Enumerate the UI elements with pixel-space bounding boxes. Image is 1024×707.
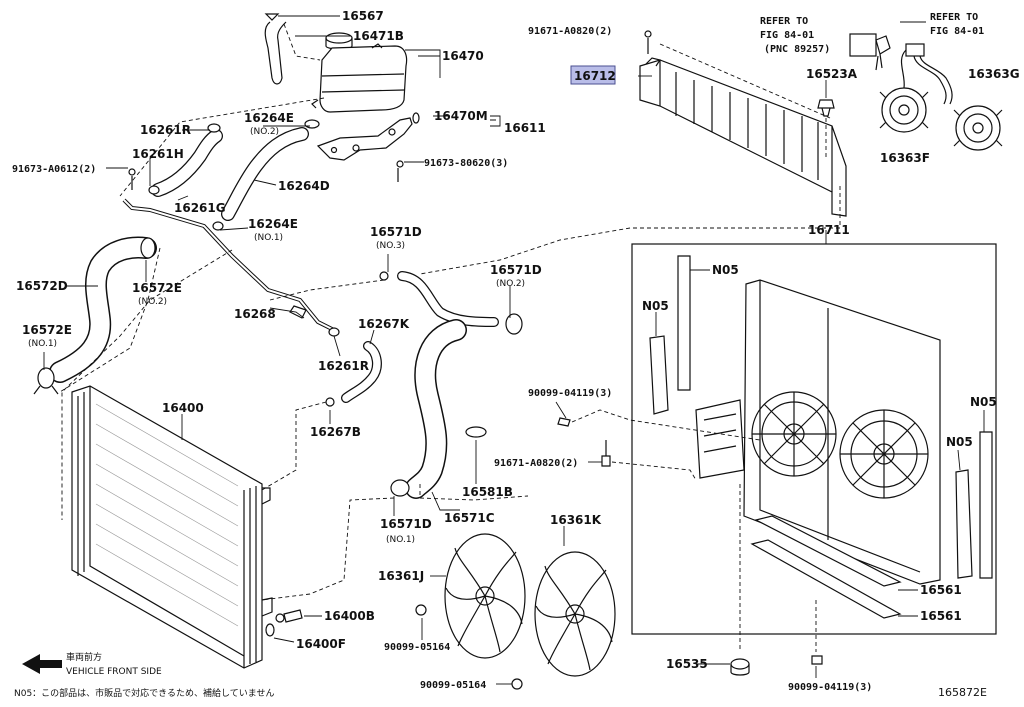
label-16571D-no3-sub: (NO.3): [376, 241, 405, 251]
label-16363F: 16363F: [880, 151, 930, 165]
label-16264E-no2-sub: (NO.2): [250, 127, 279, 137]
n05-seals: [649, 255, 993, 579]
drain-cock-16400B: [275, 609, 303, 623]
fan-blade-16361K: [511, 551, 616, 690]
front-arrow: [22, 654, 62, 674]
label-16561-b: 16561: [920, 609, 962, 623]
label-n05-c: N05: [970, 395, 997, 409]
label-16264E-no1: 16264E: [248, 217, 298, 231]
label-16567: 16567: [342, 9, 384, 23]
front-label-en: VEHICLE FRONT SIDE: [66, 667, 162, 677]
label-16470M: 16470M: [434, 109, 488, 123]
label-16712: 16712: [574, 69, 616, 83]
label-90099-04119-bot: 90099-04119(3): [788, 682, 872, 693]
label-16470: 16470: [442, 49, 484, 63]
hose-clamps: [128, 30, 652, 407]
nut-90099-05164-b: [511, 678, 523, 690]
label-16471B: 16471B: [353, 29, 404, 43]
reservoir-bracket: [316, 117, 413, 161]
label-16572E-no1: 16572E: [22, 323, 72, 337]
label-16261R-mid: 16261R: [318, 359, 369, 373]
labels: 16567 16471B 16470 91671-A0820(2) 16712 …: [12, 9, 1020, 693]
label-n05-a: N05: [712, 263, 739, 277]
hose-16264D: [221, 127, 309, 221]
label-16571D-no2: 16571D: [490, 263, 542, 277]
label-90099-04119-mid: 90099-04119(3): [528, 388, 612, 399]
label-16571D-no1-sub: (NO.1): [386, 535, 415, 545]
leader-lines: [43, 15, 985, 685]
label-n05-d: N05: [946, 435, 973, 449]
label-16572E-no1-sub: (NO.1): [28, 339, 57, 349]
label-16611: 16611: [504, 121, 546, 135]
refer1-line2: FIG 84-01: [760, 30, 814, 41]
label-16264E-no1-sub: (NO.1): [254, 233, 283, 243]
label-16400F: 16400F: [296, 637, 346, 651]
label-16523A: 16523A: [806, 67, 858, 81]
label-16267B: 16267B: [310, 425, 361, 439]
label-16571D-no2-sub: (NO.2): [496, 279, 525, 289]
label-16363G: 16363G: [968, 67, 1020, 81]
fan-motor-16363F: [879, 87, 929, 133]
label-16711: 16711: [808, 223, 850, 237]
front-label-jp: 車両前方: [66, 651, 102, 663]
label-16571D-no1: 16571D: [380, 517, 432, 531]
reservoir-tank: [264, 13, 408, 113]
label-16712-highlight: [570, 65, 616, 85]
label-16581B: 16581B: [462, 485, 513, 499]
nut-90099-05164-a: [415, 604, 427, 616]
label-90099-05164-a: 90099-05164: [384, 642, 450, 653]
bypass-pipe-16268: [122, 198, 335, 332]
shroud-16711-box: [631, 243, 997, 635]
label-91673-A0612: 91673-A0612(2): [12, 164, 96, 175]
label-16264E-no2: 16264E: [244, 111, 294, 125]
label-16264D: 16264D: [278, 179, 330, 193]
refer1-line3: (PNC 89257): [764, 44, 830, 55]
label-16535: 16535: [666, 657, 708, 671]
label-16571D-no3: 16571D: [370, 225, 422, 239]
label-16361J: 16361J: [378, 569, 424, 583]
wiring-connector: [849, 33, 953, 105]
figure-number: 165872E: [938, 686, 987, 699]
label-16267K: 16267K: [358, 317, 410, 331]
label-16261G: 16261G: [174, 201, 226, 215]
refer2-line1: REFER TO: [930, 12, 978, 23]
label-16572E-no2-sub: (NO.2): [138, 297, 167, 307]
label-16400: 16400: [162, 401, 204, 415]
clip-16523A: [817, 99, 835, 117]
seals-16561: [750, 515, 902, 619]
upper-hose-16571C: [390, 271, 523, 499]
cushion-16535: [730, 658, 750, 676]
label-91671-top: 91671-A0820(2): [528, 26, 612, 37]
reservoir-cap: [325, 32, 353, 44]
label-16261H: 16261H: [132, 147, 184, 161]
label-16261R-top: 16261R: [140, 123, 191, 137]
label-16572D: 16572D: [16, 279, 68, 293]
hose-16267K: [328, 327, 382, 403]
label-91671-mid: 91671-A0820(2): [494, 458, 578, 469]
refer1-line1: REFER TO: [760, 16, 808, 27]
assembly-lines: [59, 23, 841, 652]
hose-16261G: [151, 129, 223, 197]
label-16361K: 16361K: [550, 513, 602, 527]
radiator-hose-16572D: [33, 236, 157, 395]
note-n05: N05：この部品は、市販品で対応できるため、補給していません: [14, 687, 274, 699]
label-16400B: 16400B: [324, 609, 375, 623]
reservoir-body: [319, 45, 408, 113]
label-90099-05164-b: 90099-05164: [420, 680, 486, 691]
refer2-line2: FIG 84-01: [930, 26, 984, 37]
radiator-16400: [71, 385, 273, 669]
label-91673-80620: 91673-80620(3): [424, 158, 508, 169]
shroud-16711: [695, 279, 941, 585]
fan-blade-16361J: [415, 533, 526, 659]
bolts: [131, 38, 823, 665]
fan-motor-16363G: [953, 105, 1003, 151]
label-16561-a: 16561: [920, 583, 962, 597]
label-16572E-no2: 16572E: [132, 281, 182, 295]
oring-16400F: [265, 623, 275, 637]
label-n05-b: N05: [642, 299, 669, 313]
label-16268: 16268: [234, 307, 276, 321]
label-16571C: 16571C: [444, 511, 495, 525]
air-guide-16712: [639, 57, 847, 217]
